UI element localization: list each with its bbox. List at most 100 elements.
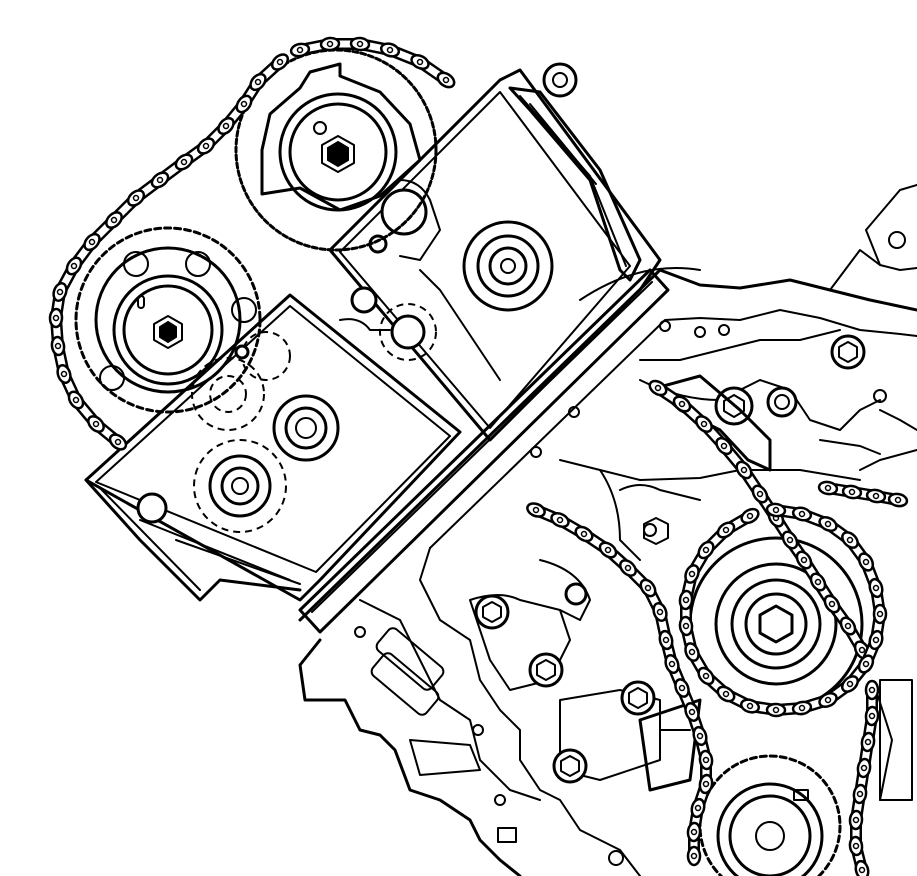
chain-pin — [774, 708, 779, 713]
chain-upper-right — [818, 481, 908, 508]
chain-pin — [862, 766, 867, 771]
chain-pin — [72, 264, 77, 269]
chain-pin — [626, 566, 631, 571]
chain-pin — [658, 610, 663, 615]
bolt-icon — [644, 518, 668, 544]
timing-chains — [50, 37, 908, 876]
chain-guide-rail — [300, 64, 668, 632]
chain-pin — [328, 42, 333, 47]
chain-pin — [418, 60, 423, 65]
chain-pin — [878, 612, 883, 617]
bolt-icon — [554, 750, 586, 782]
chain-middle — [647, 378, 872, 661]
chain-pin — [816, 580, 821, 585]
exhaust-port — [274, 396, 338, 460]
chain-pin — [826, 522, 831, 527]
chain-pin — [774, 508, 779, 513]
chain-pin — [54, 316, 59, 321]
chain-pin — [802, 558, 807, 563]
chain-pin — [134, 196, 139, 201]
chain-pin — [850, 490, 855, 495]
chain-pin — [826, 698, 831, 703]
chain-pin — [874, 494, 879, 499]
chain-pin — [704, 548, 709, 553]
chain-pin — [800, 706, 805, 711]
chain-pin — [558, 518, 563, 523]
chain-pin — [848, 538, 853, 543]
intake-port — [464, 222, 552, 310]
chain-pin — [182, 160, 187, 165]
chain-pin — [444, 78, 449, 83]
chain-pin — [722, 444, 727, 449]
chain-pin — [606, 548, 611, 553]
chain-pin — [582, 532, 587, 537]
chain-pin — [704, 782, 709, 787]
chain-pin — [848, 682, 853, 687]
bolt-icon — [622, 682, 654, 714]
chain-pin — [692, 854, 697, 859]
chain-pin — [690, 572, 695, 577]
chain-pin — [874, 586, 879, 591]
chain-pin — [690, 710, 695, 715]
bolt-icon — [530, 654, 562, 686]
chain-cam-ring — [679, 503, 886, 717]
chain-pin — [854, 818, 859, 823]
chain-pin — [684, 598, 689, 603]
chain-pin — [664, 638, 669, 643]
chain-pin — [826, 486, 831, 491]
chain-pin — [748, 704, 753, 709]
bolt-icon — [154, 316, 182, 348]
chain-pin — [698, 734, 703, 739]
chain-pin — [800, 512, 805, 517]
chain-pin — [278, 60, 283, 65]
chain-pin — [90, 240, 95, 245]
chain-pin — [724, 528, 729, 533]
chain-pin — [896, 498, 901, 503]
chain-pin — [788, 538, 793, 543]
chain-pin — [704, 758, 709, 763]
lower-port — [194, 440, 286, 532]
chain-pin — [224, 124, 229, 129]
chain-pin — [696, 806, 701, 811]
bolt-icon — [768, 388, 796, 416]
chain-left — [50, 52, 291, 453]
chain-pin — [870, 714, 875, 719]
chain-pin — [358, 42, 363, 47]
chain-pin — [670, 662, 675, 667]
chain-pin — [116, 440, 121, 445]
chain-pin — [742, 468, 747, 473]
chain-pin — [112, 218, 117, 223]
dashed-bore — [380, 304, 436, 360]
chain-pin — [158, 178, 163, 183]
chain-pin — [874, 638, 879, 643]
chain-pin — [860, 648, 865, 653]
chain-pin — [204, 144, 209, 149]
chain-left-lower — [525, 501, 713, 865]
chain-pin — [74, 398, 79, 403]
chain-pin — [56, 344, 61, 349]
chain-pin — [534, 508, 539, 513]
chain-pin — [864, 662, 869, 667]
chain-right-lower — [849, 681, 879, 876]
bolt-icon — [832, 336, 864, 368]
chain-pin — [702, 422, 707, 427]
chain-pin — [858, 792, 863, 797]
chain-pin — [646, 586, 651, 591]
front-cover — [300, 185, 917, 876]
chain-pin — [242, 102, 247, 107]
chain-pin — [864, 560, 869, 565]
chain-pin — [860, 868, 865, 873]
chain-pin — [758, 492, 763, 497]
chain-pin — [846, 624, 851, 629]
chain-pin — [680, 402, 685, 407]
chain-pin — [256, 80, 261, 85]
chain-pin — [388, 48, 393, 53]
chain-pin — [870, 688, 875, 693]
chain-pin — [854, 844, 859, 849]
chain-pin — [62, 372, 67, 377]
chain-pin — [656, 386, 661, 391]
cylinder-head-lower — [86, 295, 460, 600]
bolt-icon — [476, 596, 508, 628]
chain-pin — [680, 686, 685, 691]
